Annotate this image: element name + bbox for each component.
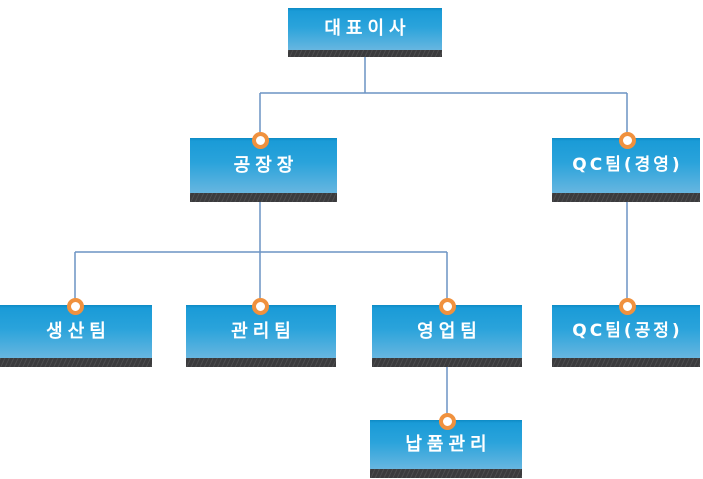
org-node-qc-team-process: QC팀(공정): [552, 305, 700, 367]
org-node-ceo-label: 대표이사: [324, 18, 411, 39]
connector-anchor-ring-factory-manager: [251, 131, 269, 149]
connector-factory-manager-to-teams: [74, 202, 448, 300]
org-node-base-strip: [370, 469, 522, 478]
org-node-delivery-management: 납품관리: [370, 420, 522, 478]
org-node-management-team-face: 관리팀: [186, 305, 336, 358]
connector-anchor-ring-sales-team: [438, 297, 456, 315]
org-node-base-strip: [190, 193, 337, 202]
connector-anchor-ring-qc-team-process: [618, 297, 636, 315]
org-node-management-team-label: 관리팀: [231, 320, 296, 342]
org-node-base-strip: [552, 358, 700, 367]
org-node-base-strip: [288, 50, 442, 57]
org-node-base-strip: [186, 358, 336, 367]
org-node-qc-team-process-label: QC팀(공정): [572, 321, 683, 341]
org-node-sales-team-label: 영업팀: [417, 320, 482, 342]
org-node-delivery-management-face: 납품관리: [370, 420, 522, 469]
connector-ceo-to-level2: [259, 57, 628, 133]
org-node-base-strip: [0, 358, 152, 367]
org-node-qc-team-management-label: QC팀(경영): [572, 155, 683, 175]
org-node-delivery-management-label: 납품관리: [405, 433, 492, 455]
org-node-base-strip: [372, 358, 522, 367]
org-node-base-strip: [552, 193, 700, 202]
connector-anchor-ring-qc-team-management: [618, 131, 636, 149]
org-node-ceo: 대표이사: [288, 8, 442, 57]
org-node-management-team: 관리팀: [186, 305, 336, 367]
org-node-production-team-label: 생산팀: [46, 320, 111, 342]
connector-anchor-ring-delivery-management: [438, 412, 456, 430]
connector-anchor-ring-production-team: [66, 297, 84, 315]
org-node-qc-team-process-face: QC팀(공정): [552, 305, 700, 358]
connector-anchor-ring-management-team: [251, 297, 269, 315]
org-node-ceo-face: 대표이사: [288, 8, 442, 50]
org-node-factory-manager-label: 공장장: [233, 154, 299, 176]
